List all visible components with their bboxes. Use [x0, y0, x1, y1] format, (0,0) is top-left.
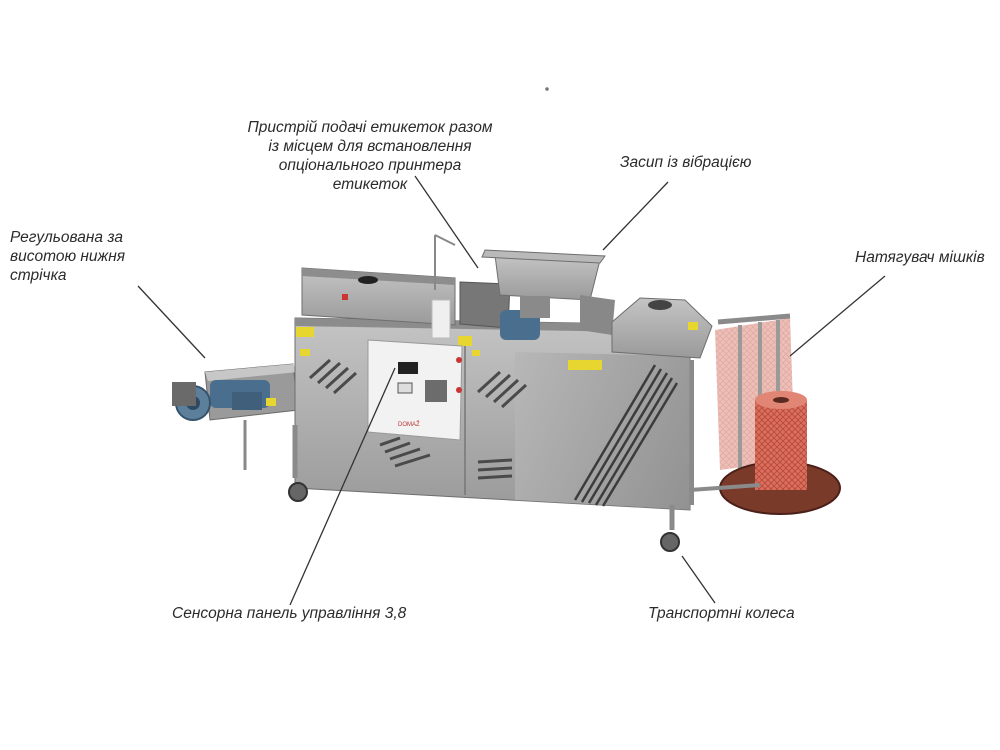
bag-tensioner: [689, 313, 841, 515]
touch-control-panel: [367, 339, 463, 441]
front-right-wheel: [660, 532, 680, 552]
label-feeder-callout: Пристрій подачі етикеток разом із місцем…: [247, 119, 493, 193]
lower-conveyor: [172, 363, 299, 470]
bag-tensioner-callout: Натягувач мішків: [855, 249, 985, 266]
conveyor-callout: Регульована за висотою нижня стрічка: [10, 229, 126, 284]
front-left-wheel: [288, 482, 308, 502]
right-hood: [611, 297, 713, 359]
wheels-callout: Транспортні колеса: [648, 605, 795, 622]
leader-lines: [137, 175, 886, 606]
hopper-callout: Засип із вібрацією: [620, 154, 752, 171]
legs-and-wheels: [288, 360, 694, 552]
upper-units: [301, 234, 615, 340]
panel-brand-label: DOMAŽ: [398, 420, 420, 428]
touch-panel-callout: Сенсорна панель управління 3,8: [172, 605, 407, 622]
